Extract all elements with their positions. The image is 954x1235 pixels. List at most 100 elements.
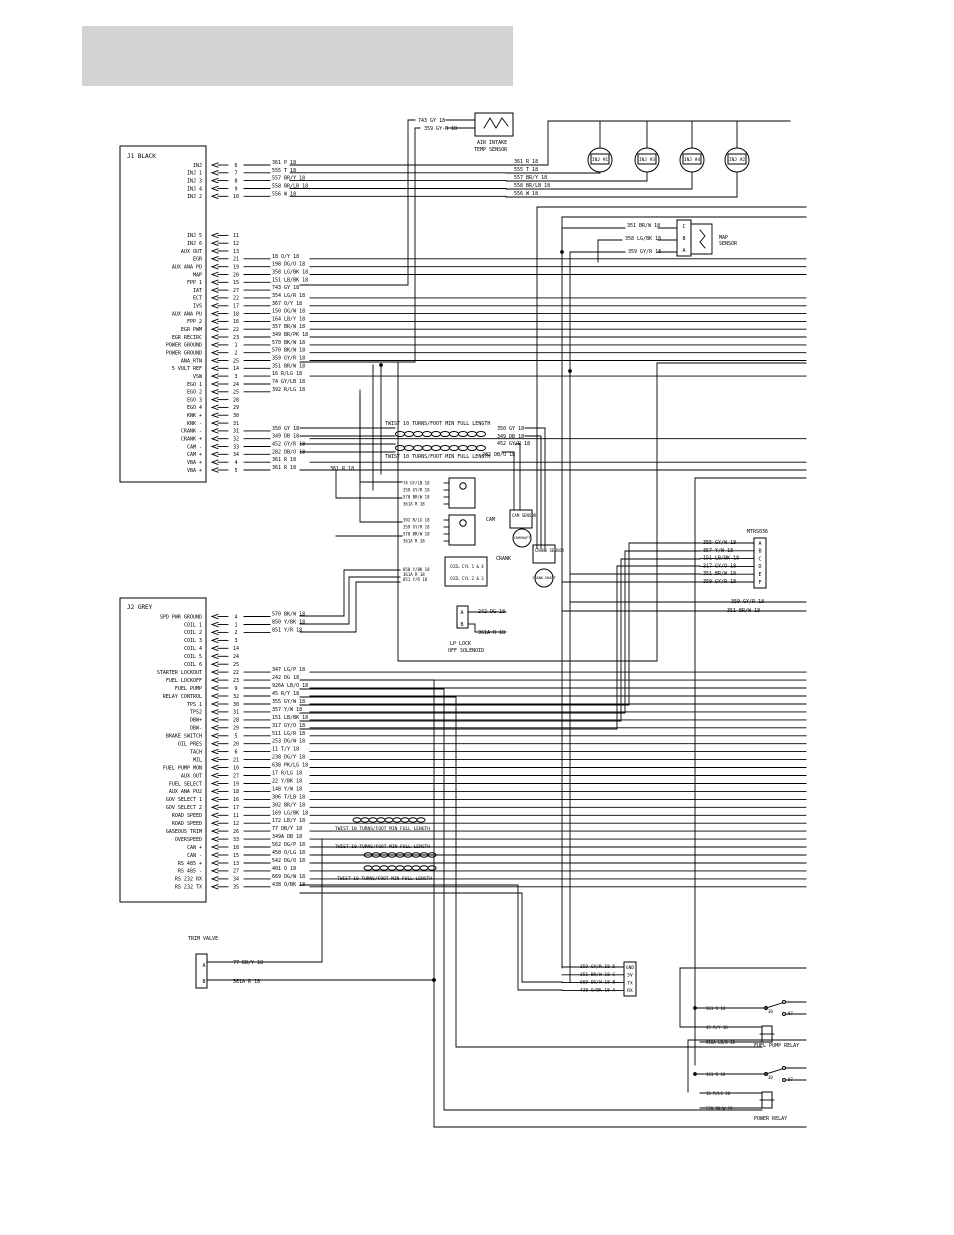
j1-wire-label: 361 R 18 xyxy=(272,465,296,471)
j1-pin-number: 29 xyxy=(233,405,239,411)
j2-pin-label: DBW+ xyxy=(190,718,202,724)
twist-loop xyxy=(440,445,450,451)
j2-pin-number: 35 xyxy=(233,885,239,891)
j1-wire-label: 351 BR/W 18 xyxy=(272,363,305,369)
relay-pin: 87 xyxy=(788,1011,793,1016)
j2-pin-number: 27 xyxy=(233,869,239,875)
j1-pin-label: VSW xyxy=(193,374,203,380)
serial-pin: 5V xyxy=(627,973,633,979)
splice-dot xyxy=(693,1006,697,1010)
j1-wire-label: 367 O/Y 18 xyxy=(272,301,302,307)
twist-loop xyxy=(467,431,477,437)
j2-pin-number: 13 xyxy=(233,861,239,867)
pin-arrow xyxy=(210,764,219,771)
j1-pin-number: 1 xyxy=(234,343,237,349)
j1-pin-number: 24 xyxy=(233,382,239,388)
j2-wire-label: 511 LG/R 18 xyxy=(272,731,305,737)
j1-pin-label: ANA_RTN xyxy=(181,358,202,364)
pin-arrow xyxy=(210,287,219,293)
j1-wire-label: 570 BK/W 18 xyxy=(272,348,305,354)
j2-pin-number: 24 xyxy=(233,654,239,660)
map-label: MAP xyxy=(719,235,728,241)
j1-pin-label: IVS xyxy=(193,304,202,310)
j2-pin-label: DBW- xyxy=(190,726,202,732)
j1-wire-label: 361 P 18 xyxy=(272,160,296,166)
pin-arrow xyxy=(210,396,219,403)
injector-label: INJ #1 xyxy=(592,157,609,163)
twist-loop xyxy=(408,817,418,823)
trunk xyxy=(694,477,807,1066)
relay-pin: 30 xyxy=(768,1075,773,1080)
crankshaft-label: CRANK-SHAFT xyxy=(532,576,556,580)
coil-route xyxy=(299,581,401,633)
j2-pin-label: FUEL PUMP xyxy=(175,686,202,692)
j1-pin-number: 21 xyxy=(233,257,239,263)
twist-loop xyxy=(416,817,426,823)
j1-wire-label: 557 BR/Y 18 xyxy=(272,176,305,182)
j1-pin-number: 31 xyxy=(233,429,239,435)
air-temp-label: AIR INTAKE xyxy=(477,140,507,146)
mtrs-route xyxy=(299,558,701,722)
j2-pin-label: RS 232 TX xyxy=(175,885,202,891)
j1-pin-label: FPP 1 xyxy=(187,280,202,286)
j2-pin-number: 18 xyxy=(233,789,239,795)
j1-pin-number: 19 xyxy=(233,265,239,271)
j1-pin-number: 20 xyxy=(233,272,239,278)
j1-pin-number: 7 xyxy=(234,171,237,177)
j1-pin-number: 25 xyxy=(233,390,239,396)
ego-wire-label: 570 BR/W 18 xyxy=(403,532,430,537)
j1-pin-number: 11 xyxy=(233,233,239,239)
j1-pin-label: EGO 2 xyxy=(187,390,202,396)
j2-wire-label: 570 BK/W 18 xyxy=(272,612,305,618)
camshaft-wheel xyxy=(512,528,532,548)
pin-arrow xyxy=(210,860,219,866)
pin-arrow xyxy=(210,326,219,332)
serial-pin: RX xyxy=(627,988,633,994)
serial-route xyxy=(299,892,563,983)
pin-arrow xyxy=(210,420,219,426)
coil-label: COIL CYL 2 & 3 xyxy=(450,576,484,581)
twist-loop xyxy=(360,817,370,823)
j1-pin-number: 27 xyxy=(233,288,239,294)
pin-arrow xyxy=(210,279,219,286)
j2-pin-number: 21 xyxy=(233,757,239,763)
j2-wire-label: 850 Y/BK 18 xyxy=(272,620,305,626)
pin-arrow xyxy=(210,876,219,882)
crankshaft-wheel xyxy=(534,568,554,588)
j1-wire-label: 151 LB/BK 18 xyxy=(272,277,308,283)
j2-pin-label: TPS2 xyxy=(190,710,202,716)
twist-wire xyxy=(501,451,515,511)
pin-arrow xyxy=(210,836,219,842)
j2-wire-label: 851 Y/R 18 xyxy=(272,627,302,633)
j1-pin-number: 18 xyxy=(233,311,239,317)
relay-contact xyxy=(764,1006,768,1010)
lp-lock-label: OFF SOLENOID xyxy=(448,648,484,654)
j2-pin-label: FUEL SELECT xyxy=(169,781,202,787)
pin-arrow xyxy=(210,717,219,723)
twist-loop xyxy=(427,852,437,858)
j1-wire-label: 350 GY 18 xyxy=(272,426,299,432)
twist-loop xyxy=(458,431,468,437)
relay-switch xyxy=(765,1068,783,1075)
injector-wire-label: 557 BR/Y 18 xyxy=(514,175,547,181)
j1-pin-label: POWER GROUND xyxy=(166,343,202,349)
j2-pin-number: 26 xyxy=(233,829,239,835)
twist-loop xyxy=(368,817,378,823)
map-route xyxy=(569,251,626,372)
map-pin: C xyxy=(682,224,685,230)
trunk xyxy=(656,362,807,661)
pin-arrow xyxy=(210,653,219,660)
relay-wire-label: 361 R 18 xyxy=(706,1006,726,1011)
j1-pin-number: 14 xyxy=(233,366,239,372)
j2-pin-number: 29 xyxy=(233,726,239,732)
pin-arrow xyxy=(210,342,219,348)
j2-pin-number: 6 xyxy=(234,749,237,755)
power-relay xyxy=(761,1091,773,1109)
twist-wire xyxy=(524,427,546,549)
crank-sensor-label: CRANK SENSOR xyxy=(535,548,564,553)
injector-body xyxy=(682,153,702,165)
pin-arrow xyxy=(210,318,219,325)
j2-pin-label: COIL 6 xyxy=(184,662,202,668)
relay-pin: 30 xyxy=(768,1009,773,1014)
relay-route xyxy=(687,1039,807,1093)
